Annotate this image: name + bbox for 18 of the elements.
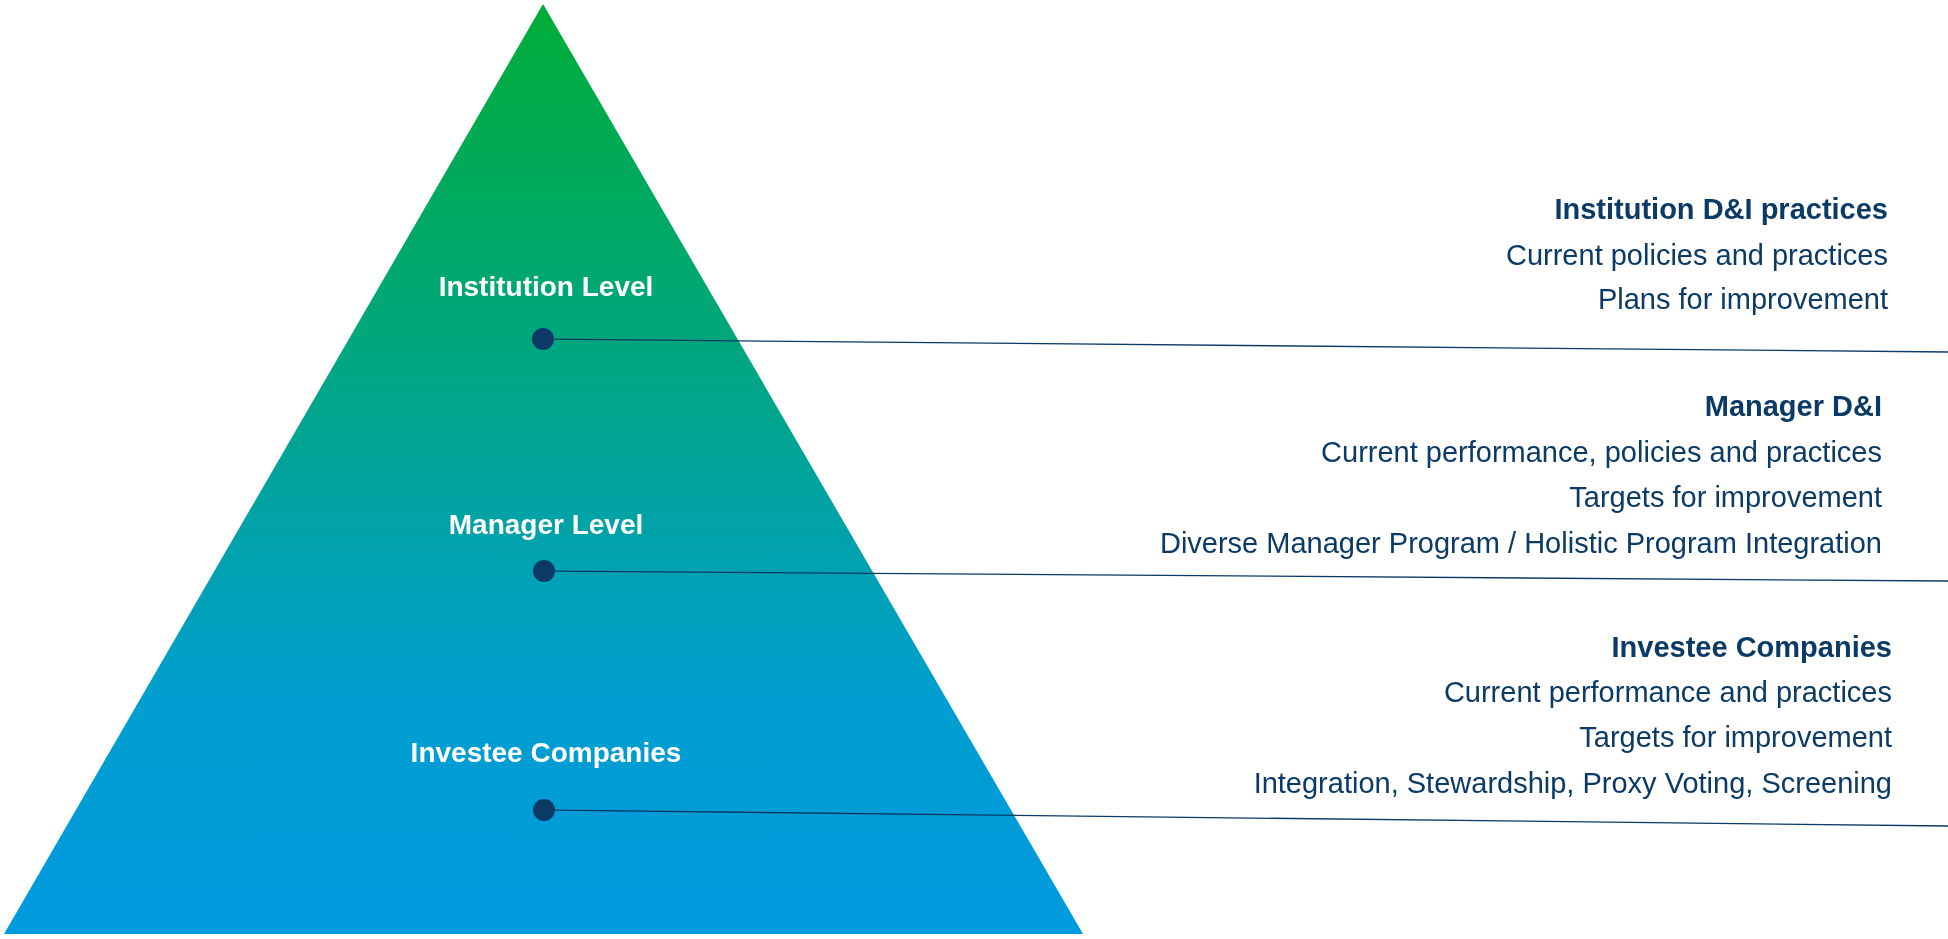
section-heading: Manager D&I: [1704, 389, 1882, 423]
leader-line: [553, 338, 1948, 353]
section-heading: Investee Companies: [1611, 630, 1892, 664]
leader-line: [554, 809, 1948, 827]
description-text: Current policies and practices: [1506, 238, 1888, 272]
description-text: Current performance and practices: [1443, 675, 1892, 709]
description-text: Current performance, policies and practices: [1321, 435, 1882, 469]
description-text: Targets for improvement: [1569, 480, 1882, 514]
level-label: Institution Level: [438, 271, 654, 303]
description-text: Diverse Manager Program / Holistic Program Integration: [1159, 526, 1882, 560]
section-heading: Institution D&I practices: [1554, 192, 1888, 226]
pyramid: [4, 4, 1083, 934]
description-text: Targets for improvement: [1579, 720, 1892, 754]
description-text: Plans for improvement: [1597, 282, 1888, 316]
level-label: Investee Companies: [410, 737, 682, 769]
description-text: Integration, Stewardship, Proxy Voting, Screening: [1253, 766, 1892, 800]
leader-line: [554, 570, 1948, 582]
level-label: Manager Level: [448, 509, 644, 541]
